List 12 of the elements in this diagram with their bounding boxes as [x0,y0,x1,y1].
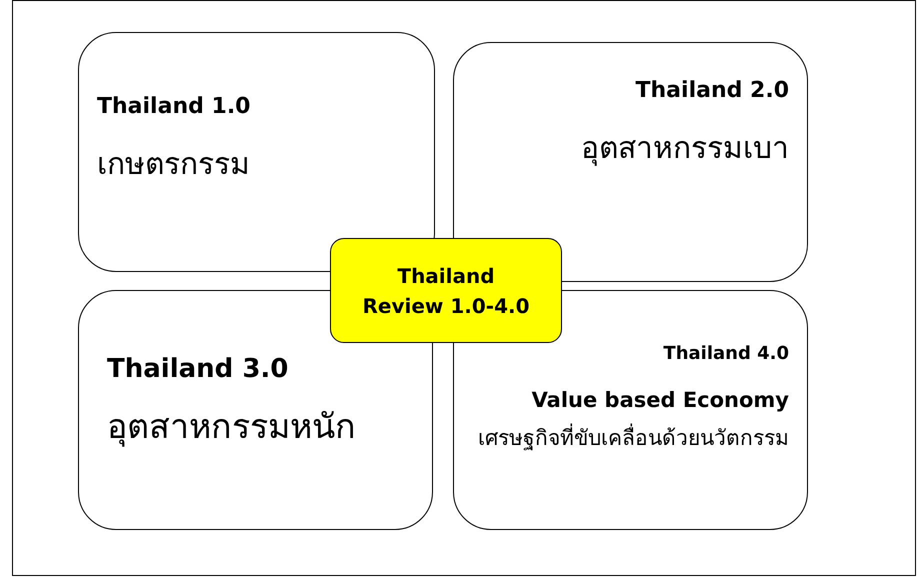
panel-text: Value based Economy [530,387,789,414]
panel-heading: Thailand Review 1.0-4.0 [361,262,531,320]
rounded-panel [453,290,808,530]
panel-text: เกษตรกรรม [97,146,250,184]
panel-heading: Thailand 1.0 [97,93,250,121]
panel-text: อุตสาหกรรมเบา [580,130,789,168]
center-box [330,238,562,343]
panel-heading: Thailand 2.0 [634,77,789,105]
panel-heading: Thailand 4.0 [662,342,789,366]
panel-heading: Thailand 3.0 [107,353,288,386]
panel-text: อุตสาหกรรมหนัก [107,406,356,449]
panel-text: เศรษฐกิจที่ขับเคลื่อนด้วยนวัตกรรม [472,423,789,454]
